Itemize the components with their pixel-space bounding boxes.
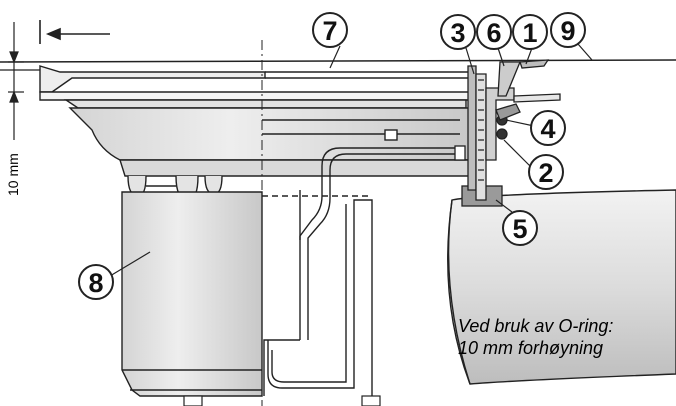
direction-arrow <box>39 20 110 44</box>
water-trap <box>262 119 460 396</box>
callout-6: 6 <box>476 14 512 50</box>
drain-body <box>121 191 263 397</box>
o-ring-note: Ved bruk av O-ring: 10 mm forhøyning <box>458 315 613 359</box>
svg-text:3: 3 <box>450 18 465 48</box>
svg-text:2: 2 <box>538 158 553 188</box>
callout-2: 2 <box>528 154 564 190</box>
dimension-marker <box>8 22 24 140</box>
callout-7: 7 <box>312 12 348 48</box>
base-bolts <box>183 395 381 406</box>
outlet-pipe <box>447 189 676 385</box>
svg-text:7: 7 <box>322 16 337 46</box>
callout-3: 3 <box>440 14 476 50</box>
floor-lines <box>0 59 676 71</box>
callout-leaders <box>109 43 593 277</box>
drain-flange <box>39 65 471 109</box>
dimension-label: 10 mm <box>5 153 21 196</box>
svg-text:6: 6 <box>486 18 501 48</box>
note-line-1: Ved bruk av O-ring: <box>458 316 614 336</box>
callout-4: 4 <box>530 110 566 146</box>
callout-9: 9 <box>550 12 586 48</box>
callout-1: 1 <box>512 14 548 50</box>
note-line-2: 10 mm forhøyning <box>458 338 604 358</box>
svg-text:4: 4 <box>540 114 555 144</box>
seal-assembly <box>454 59 561 207</box>
svg-text:1: 1 <box>522 18 537 48</box>
svg-text:5: 5 <box>512 214 527 244</box>
callout-8: 8 <box>78 264 114 300</box>
svg-text:9: 9 <box>560 16 575 46</box>
svg-text:8: 8 <box>88 268 103 298</box>
callout-5: 5 <box>502 210 538 246</box>
